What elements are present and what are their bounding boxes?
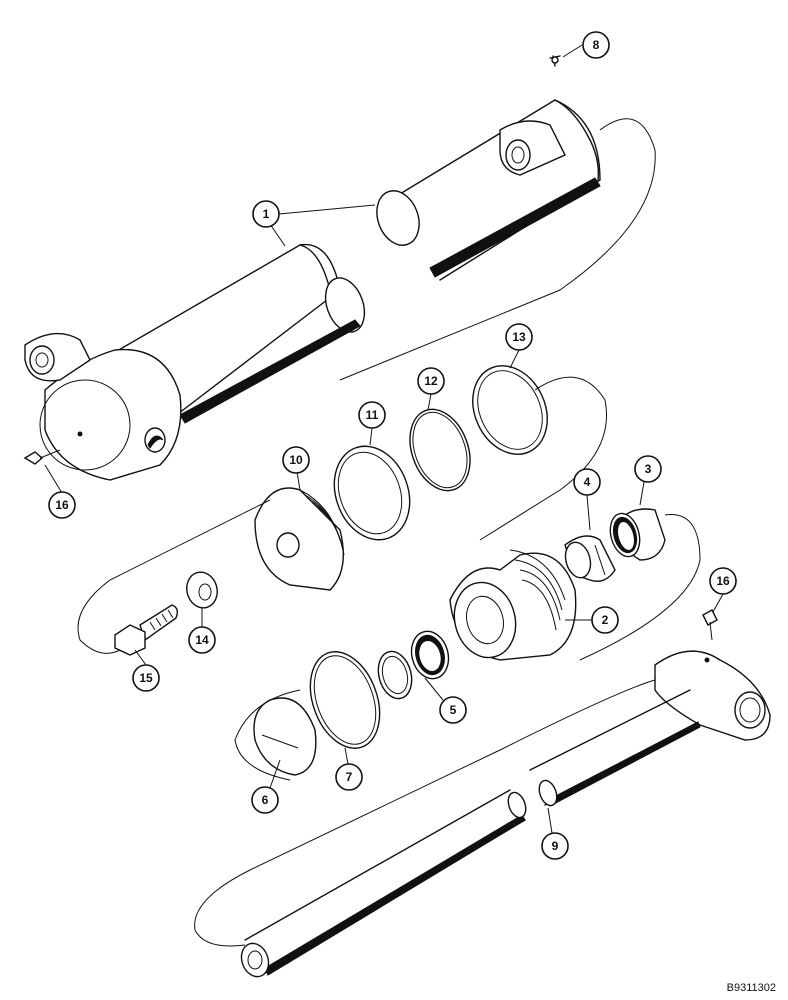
callout-6: 6 (251, 786, 279, 814)
callout-3-label: 3 (645, 462, 652, 476)
callout-15-label: 15 (139, 671, 153, 685)
callout-6-label: 6 (262, 793, 269, 807)
callout-12-label: 12 (424, 374, 438, 388)
seal-5 (377, 630, 450, 700)
callout-9-label: 9 (552, 839, 559, 853)
piston-10 (254, 487, 345, 591)
piston-rod (240, 650, 771, 978)
o-ring-12 (409, 408, 471, 492)
callout-5: 5 (439, 696, 467, 724)
callout-1-label: 1 (263, 207, 270, 221)
ring-7 (309, 651, 381, 749)
callout-3: 3 (634, 455, 662, 483)
barrel-tube (24, 99, 601, 481)
callout-16-right: 16 (709, 567, 737, 595)
grease-fitting-16-right (702, 609, 718, 641)
callout-4: 4 (573, 468, 601, 496)
callout-14: 14 (188, 626, 216, 654)
callout-10-label: 10 (289, 453, 303, 467)
callout-13: 13 (505, 323, 533, 351)
callout-10: 10 (282, 446, 310, 474)
callout-16-left: 16 (48, 491, 76, 519)
gland-2 (449, 549, 577, 661)
callout-4-label: 4 (584, 475, 591, 489)
bushing-3 (609, 508, 666, 561)
seal-ring-13 (472, 365, 548, 455)
callout-13-label: 13 (512, 330, 526, 344)
figure-reference: B9311302 (726, 982, 776, 994)
callout-9: 9 (541, 832, 569, 860)
assembly-path-line (339, 118, 656, 381)
callout-14-label: 14 (195, 633, 209, 647)
callout-leaders (44, 44, 724, 834)
callout-5-label: 5 (450, 703, 457, 717)
grease-fitting-16-left (23, 449, 61, 465)
grease-fitting-8 (549, 55, 561, 67)
bolt-15 (114, 604, 179, 656)
snap-ring-6 (253, 697, 317, 776)
callout-2: 2 (591, 606, 619, 634)
assembly-path-line (234, 514, 701, 781)
callout-12: 12 (417, 367, 445, 395)
spacer-4 (564, 535, 616, 582)
callout-16-left-label: 16 (55, 498, 69, 512)
callout-7-label: 7 (346, 770, 353, 784)
wear-ring-11 (333, 445, 411, 541)
callout-1: 1 (252, 200, 280, 228)
callout-8: 8 (582, 31, 610, 59)
assembly-path-line (194, 679, 656, 947)
callout-7: 7 (335, 763, 363, 791)
callout-2-label: 2 (602, 613, 609, 627)
callout-8-label: 8 (593, 38, 600, 52)
callout-16-right-label: 16 (716, 574, 730, 588)
washer-14 (186, 571, 218, 609)
callout-11: 11 (358, 401, 386, 429)
callout-15: 15 (132, 664, 160, 692)
callout-11-label: 11 (366, 408, 379, 422)
